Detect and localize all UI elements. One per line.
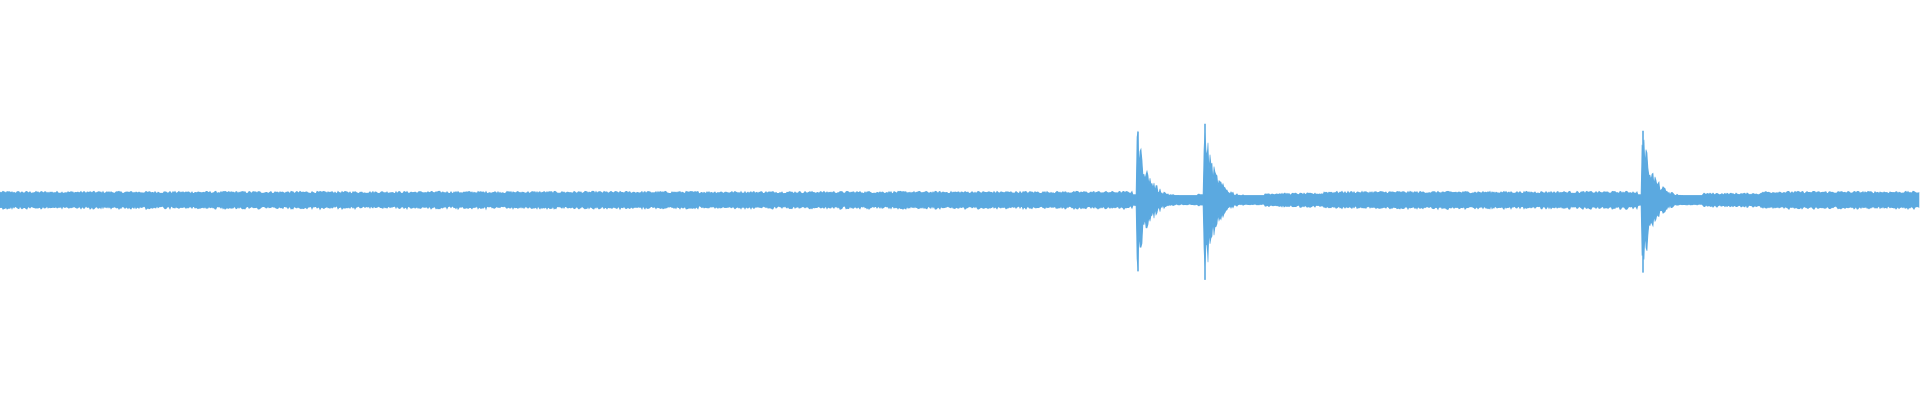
waveform-shape	[0, 127, 1920, 272]
waveform-track	[0, 123, 1920, 280]
